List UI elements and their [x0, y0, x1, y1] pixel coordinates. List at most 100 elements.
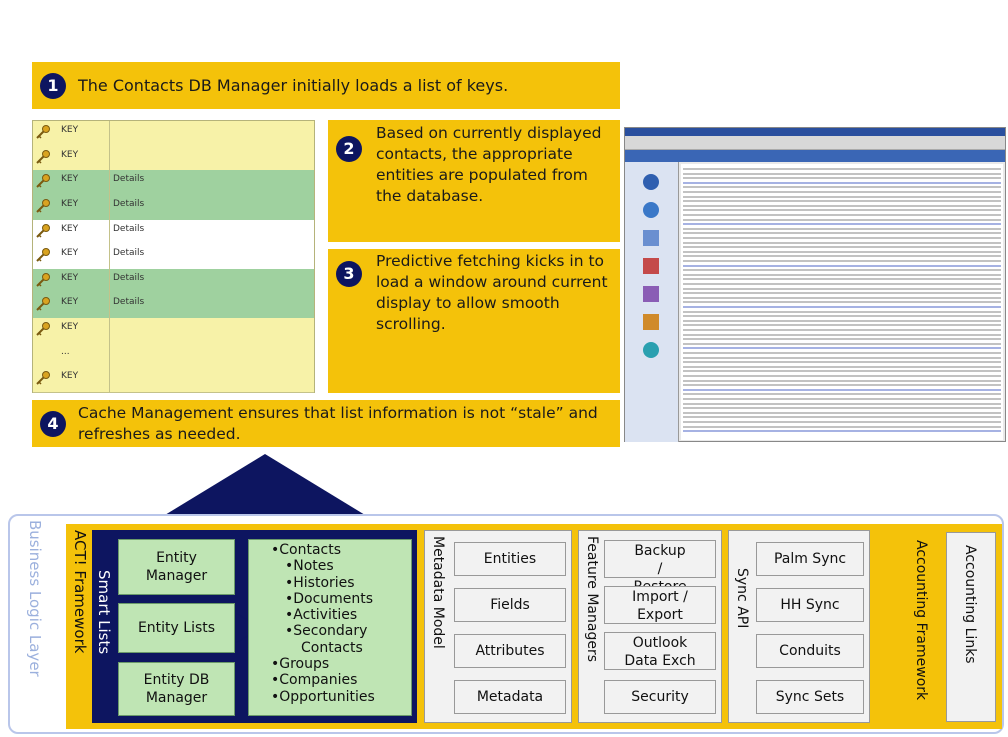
screenshot-list-row: [683, 177, 1001, 180]
conduits-box: Conduits: [756, 634, 864, 668]
nav-reports-icon: [643, 314, 659, 330]
screenshot-list-row: [683, 352, 1001, 354]
screenshot-list-row: [683, 402, 1001, 405]
screenshot-list-row: [683, 241, 1001, 244]
step-4-number: 4: [40, 411, 66, 437]
entity-lists-box: Entity Lists: [118, 603, 235, 653]
nav-tasks-icon: [643, 286, 659, 302]
key-list-row: KEY: [33, 318, 314, 344]
entity-types-box: •Contacts •Notes •Histories •Documents •…: [248, 539, 412, 716]
screenshot-list-row: [683, 214, 1001, 216]
key-icon: [36, 174, 50, 188]
key-label: KEY: [61, 125, 79, 135]
screenshot-list-row: [683, 365, 1001, 368]
accounting-framework-label: Accounting Framework: [913, 540, 929, 701]
screenshot-list-row: [683, 315, 1001, 318]
screenshot-list-row: [683, 232, 1001, 235]
step-2-text: Based on currently displayed contacts, t…: [376, 124, 602, 205]
screenshot-list-row: [683, 204, 1001, 207]
step-3-text: Predictive fetching kicks in to load a w…: [376, 252, 608, 333]
screenshot-list-row: [683, 287, 1001, 290]
details-label: Details: [113, 248, 145, 259]
key-list-row: KEY Details: [33, 244, 314, 270]
screenshot-menubar: [625, 136, 1005, 150]
screenshot-list-row: [683, 250, 1001, 253]
step-1-number: 1: [40, 73, 66, 99]
screenshot-list-row: [683, 246, 1001, 249]
nav-contacts-icon: [643, 174, 659, 190]
entity-type-contacts: •Contacts: [271, 542, 342, 558]
screenshot-list-row: [683, 342, 1001, 345]
screenshot-list-row: [683, 356, 1001, 359]
metadata-metadata-box: Metadata: [454, 680, 566, 714]
screenshot-list-row: [683, 301, 1001, 304]
key-icon: [36, 272, 50, 287]
screenshot-list-row: [683, 393, 1001, 396]
screenshot-list-row: [683, 310, 1001, 313]
screenshot-list-row: [683, 296, 1001, 299]
screenshot-list-row: [683, 388, 1001, 391]
entity-type-secondary-contacts: Contacts: [301, 639, 363, 656]
screenshot-list-row: [683, 269, 1001, 272]
entity-manager-box: Entity Manager: [118, 539, 235, 595]
screenshot-list-row: [683, 430, 1001, 433]
feature-managers-label: Feature Managers: [584, 536, 600, 663]
backup-restore-box: Backup / Restore: [604, 540, 716, 595]
key-label: KEY: [61, 149, 79, 160]
entity-type-notes: •Notes: [285, 558, 334, 575]
key-list-row: KEY: [33, 367, 314, 393]
step-3-number: 3: [336, 261, 362, 287]
key-icon: [36, 248, 50, 262]
nav-search-icon: [643, 342, 659, 358]
entity-type-groups: •Groups: [271, 656, 330, 673]
screenshot-list-row: [683, 338, 1001, 341]
screenshot-list-row: [683, 168, 1001, 170]
screenshot-list-row: [683, 319, 1001, 322]
screenshot-tabbar: [625, 150, 1005, 162]
entity-type-opportunities: •Opportunities: [271, 688, 375, 705]
import-export-label: Import / Export: [632, 589, 688, 623]
screenshot-titlebar: [625, 128, 1005, 136]
key-label: KEY: [61, 223, 79, 234]
screenshot-list-row: [683, 181, 1001, 184]
entity-db-manager-label: Entity DB Manager: [143, 672, 210, 706]
screenshot-list-row: [683, 260, 1001, 262]
accounting-links-label: Accounting Links: [962, 545, 978, 664]
screenshot-list-row: [683, 333, 1001, 336]
screenshot-list-row: [683, 375, 1001, 377]
screenshot-list-row: [683, 273, 1001, 276]
up-arrow: [160, 454, 370, 518]
import-export-box: Import / Export: [604, 586, 716, 624]
details-label: Details: [113, 272, 145, 283]
metadata-model-label: Metadata Model: [430, 536, 446, 649]
key-icon: [36, 149, 50, 164]
nav-groups-icon: [643, 202, 659, 218]
key-icon: [36, 125, 50, 139]
screenshot-nav-bar: [625, 162, 679, 442]
key-label: ...: [61, 346, 70, 357]
key-label: KEY: [61, 174, 79, 185]
screenshot-list-row: [683, 416, 1001, 419]
key-list-row: KEY: [33, 145, 314, 172]
sync-api-label: Sync API: [734, 568, 750, 629]
key-label: KEY: [61, 322, 79, 333]
screenshot-list-row: [683, 292, 1001, 295]
screenshot-list-row: [683, 227, 1001, 230]
screenshot-list-row: [683, 218, 1001, 221]
hh-sync-box: HH Sync: [756, 588, 864, 622]
step-2-box: 2 Based on currently displayed contacts,…: [328, 120, 620, 242]
screenshot-list-row: [683, 237, 1001, 239]
key-list-row: KEY Details: [33, 219, 314, 246]
details-label: Details: [113, 223, 145, 234]
screenshot-list-row: [683, 209, 1001, 212]
key-icon: [36, 223, 50, 238]
palm-sync-box: Palm Sync: [756, 542, 864, 576]
outlook-data-exch-box: Outlook Data Exch: [604, 632, 716, 670]
key-label: KEY: [61, 248, 79, 259]
step-4-text: Cache Management ensures that list infor…: [78, 404, 598, 443]
act-framework-label: ACT! Framework: [71, 530, 89, 654]
business-logic-layer-label: Business Logic Layer: [26, 520, 44, 677]
outlook-data-exch-label: Outlook Data Exch: [624, 635, 696, 669]
